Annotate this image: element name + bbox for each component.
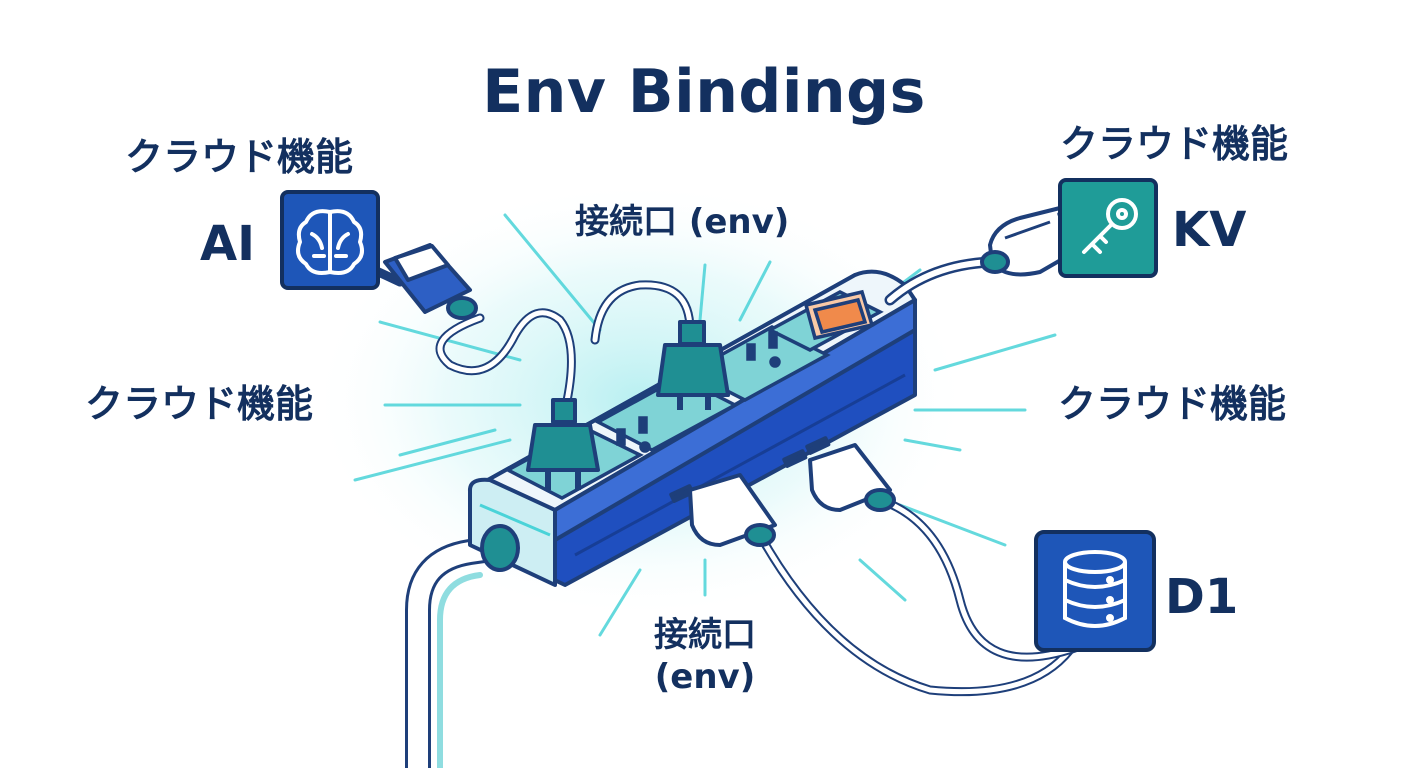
glow-rays — [353, 213, 1057, 637]
kv-service-box — [1058, 178, 1158, 278]
diagram-title: Env Bindings — [482, 57, 926, 127]
cloud-label-mid-left: クラウド機能 — [85, 382, 314, 426]
plug-center-outlet — [656, 320, 730, 410]
port-label-bottom: 接続口 (env) — [610, 618, 800, 694]
d1-label: D1 — [1165, 569, 1239, 625]
d1-service-box — [1034, 530, 1156, 652]
brain-icon — [296, 209, 364, 275]
key-icon — [1082, 198, 1138, 254]
cord-socket — [480, 524, 520, 572]
plug-left-outlet — [526, 398, 600, 490]
plug-bottom-center — [669, 473, 777, 547]
cloud-label-top-right: クラウド機能 — [1060, 122, 1289, 166]
kv-label: KV — [1172, 202, 1247, 258]
cable-center — [590, 280, 695, 345]
ai-label: AI — [200, 216, 256, 272]
plug-bottom-right — [782, 436, 896, 512]
ai-service-box — [280, 190, 380, 290]
cloud-label-mid-right: クラウド機能 — [1058, 382, 1287, 426]
cable-d1 — [755, 495, 1080, 697]
d1-box-bg — [1034, 530, 1156, 652]
power-switch — [803, 289, 875, 341]
port-label-bottom-line-1: 接続口 — [654, 615, 756, 655]
cable-kv — [884, 256, 996, 306]
power-cord — [405, 535, 511, 768]
port-label-bottom-line-2: (env) — [654, 657, 756, 697]
port-label-top: 接続口 (env) — [575, 202, 790, 242]
database-icon — [1063, 550, 1127, 628]
cloud-label-top-left: クラウド機能 — [125, 135, 354, 179]
